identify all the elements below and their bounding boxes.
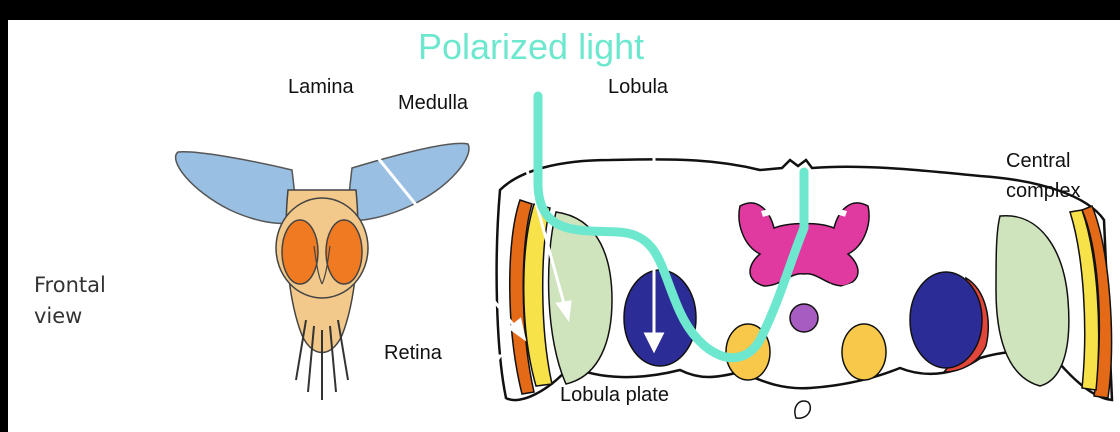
fly-left-wing <box>176 152 298 224</box>
label-frontal: Frontal <box>34 270 106 301</box>
fly-right-wing <box>346 143 469 220</box>
retina-arrowhead <box>486 356 500 368</box>
diagram-title: Polarized light <box>418 26 644 68</box>
label-lobula-plate: Lobula plate <box>560 384 669 407</box>
lobula-right <box>910 272 982 368</box>
antennal-lobe-right <box>842 324 886 380</box>
label-central-complex-line1: Central <box>1006 150 1070 173</box>
label-medulla: Medulla <box>398 92 468 115</box>
central-complex-body <box>790 304 818 332</box>
fly-right-eye <box>326 220 362 284</box>
label-lamina: Lamina <box>288 76 354 99</box>
label-retina: Retina <box>384 342 442 365</box>
label-lobula: Lobula <box>608 76 668 99</box>
fly-left-eye <box>282 220 318 284</box>
label-view: view <box>34 301 82 332</box>
brain-foramen <box>795 401 810 418</box>
label-central-complex-line2: complex <box>1006 180 1080 203</box>
fly-legs <box>296 320 348 400</box>
